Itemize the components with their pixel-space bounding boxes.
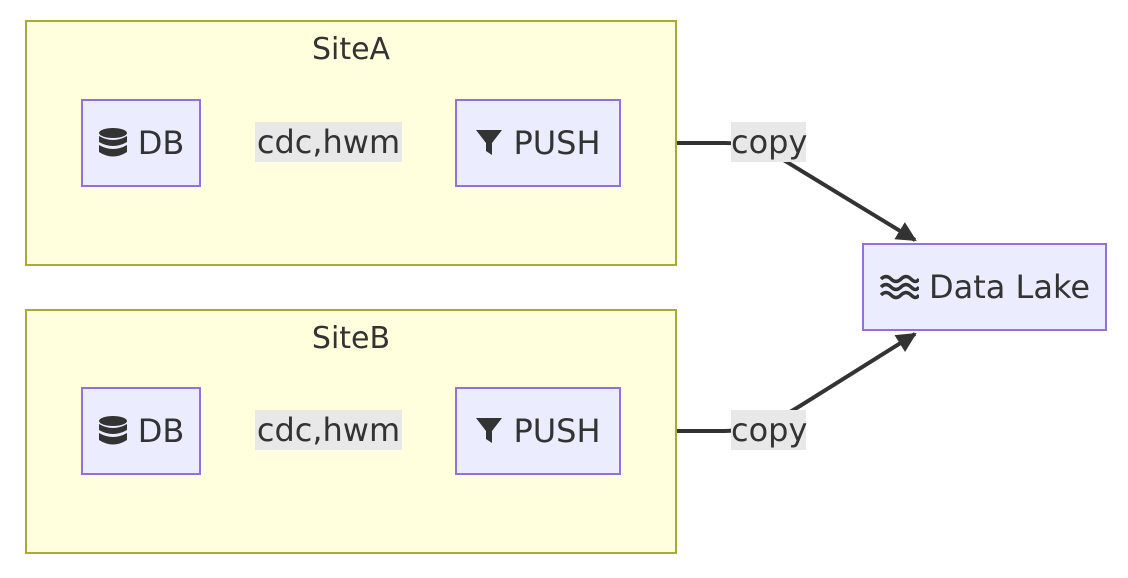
node-label: DB [137,124,185,162]
filter-icon [476,130,503,155]
node-label: PUSH [513,412,601,450]
filter-icon [476,418,503,443]
water-waves-icon [879,274,919,300]
database-icon [98,128,127,157]
cluster-title: SiteA [311,32,391,67]
edge-label-copy: copy [731,410,808,450]
edge-label-cdc-hwm: cdc,hwm [255,122,402,162]
node-sitea-db[interactable]: DB [81,99,201,187]
node-siteb-push[interactable]: PUSH [455,387,621,475]
database-icon [98,416,127,445]
node-siteb-db[interactable]: DB [81,387,201,475]
node-data-lake[interactable]: Data Lake [862,243,1107,331]
node-label: PUSH [513,124,601,162]
node-label: Data Lake [928,268,1091,306]
node-label: DB [137,412,185,450]
edge-label-cdc-hwm: cdc,hwm [255,410,402,450]
edge-label-copy: copy [731,122,808,162]
cluster-title: SiteB [311,321,391,356]
node-sitea-push[interactable]: PUSH [455,99,621,187]
